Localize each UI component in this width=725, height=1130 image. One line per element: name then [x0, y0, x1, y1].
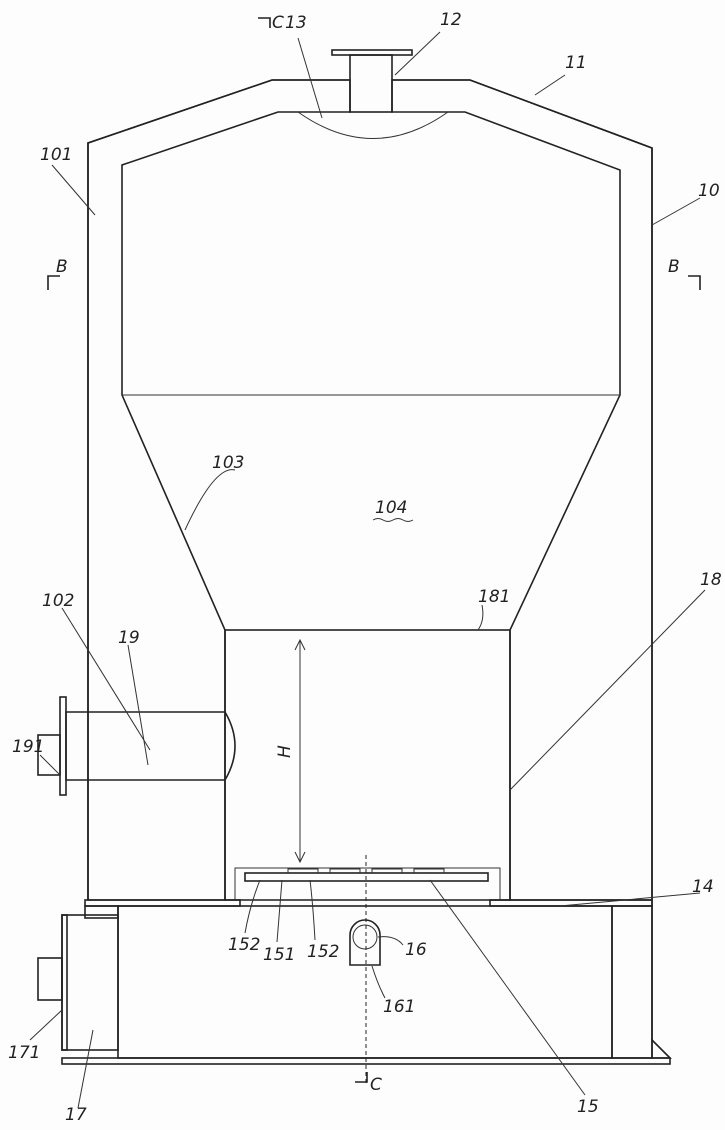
label-b-left: B — [56, 257, 68, 277]
label-section-c-bottom: C — [370, 1075, 382, 1095]
outer-shell-10 — [88, 80, 652, 1040]
leader-lines — [30, 32, 705, 1108]
inner-tube-18 — [225, 630, 510, 900]
label-section-c-top: C — [272, 13, 284, 33]
label-104: 104 — [375, 498, 407, 518]
support-plate-left — [85, 900, 240, 906]
label-103: 103 — [212, 453, 244, 473]
foot-right — [652, 1040, 670, 1058]
label-17: 17 — [65, 1105, 87, 1125]
label-181: 181 — [478, 587, 510, 607]
chimney-pipe-12 — [350, 55, 392, 112]
label-191: 191 — [12, 737, 44, 757]
label-19: 19 — [118, 628, 140, 648]
label-151: 151 — [263, 945, 295, 965]
label-18: 18 — [700, 570, 722, 590]
label-14: 14 — [692, 877, 714, 897]
label-161: 161 — [383, 997, 415, 1017]
pipe-flange-191 — [60, 697, 66, 795]
label-101: 101 — [40, 145, 72, 165]
label-16: 16 — [405, 940, 427, 960]
ash-door-17 — [62, 915, 118, 1050]
label-13: 13 — [285, 13, 307, 33]
lower-insulation-left — [85, 906, 118, 918]
label-152-a: 152 — [228, 935, 260, 955]
ash-chamber — [118, 906, 612, 1058]
label-171: 171 — [8, 1043, 40, 1063]
label-b-right: B — [668, 257, 680, 277]
dome-13 — [298, 112, 448, 139]
label-15: 15 — [577, 1097, 599, 1117]
label-152-b: 152 — [307, 942, 339, 962]
side-pipe-19 — [66, 712, 235, 780]
label-104-underline — [373, 519, 413, 522]
label-12: 12 — [440, 10, 462, 30]
air-pipe-opening — [353, 925, 377, 949]
door-handle — [38, 958, 62, 1000]
label-11: 11 — [565, 53, 587, 73]
label-10: 10 — [698, 181, 720, 201]
label-102: 102 — [42, 591, 74, 611]
insulation-layer — [88, 80, 350, 900]
lower-insulation-right — [612, 906, 652, 1058]
label-h: H — [275, 745, 295, 758]
